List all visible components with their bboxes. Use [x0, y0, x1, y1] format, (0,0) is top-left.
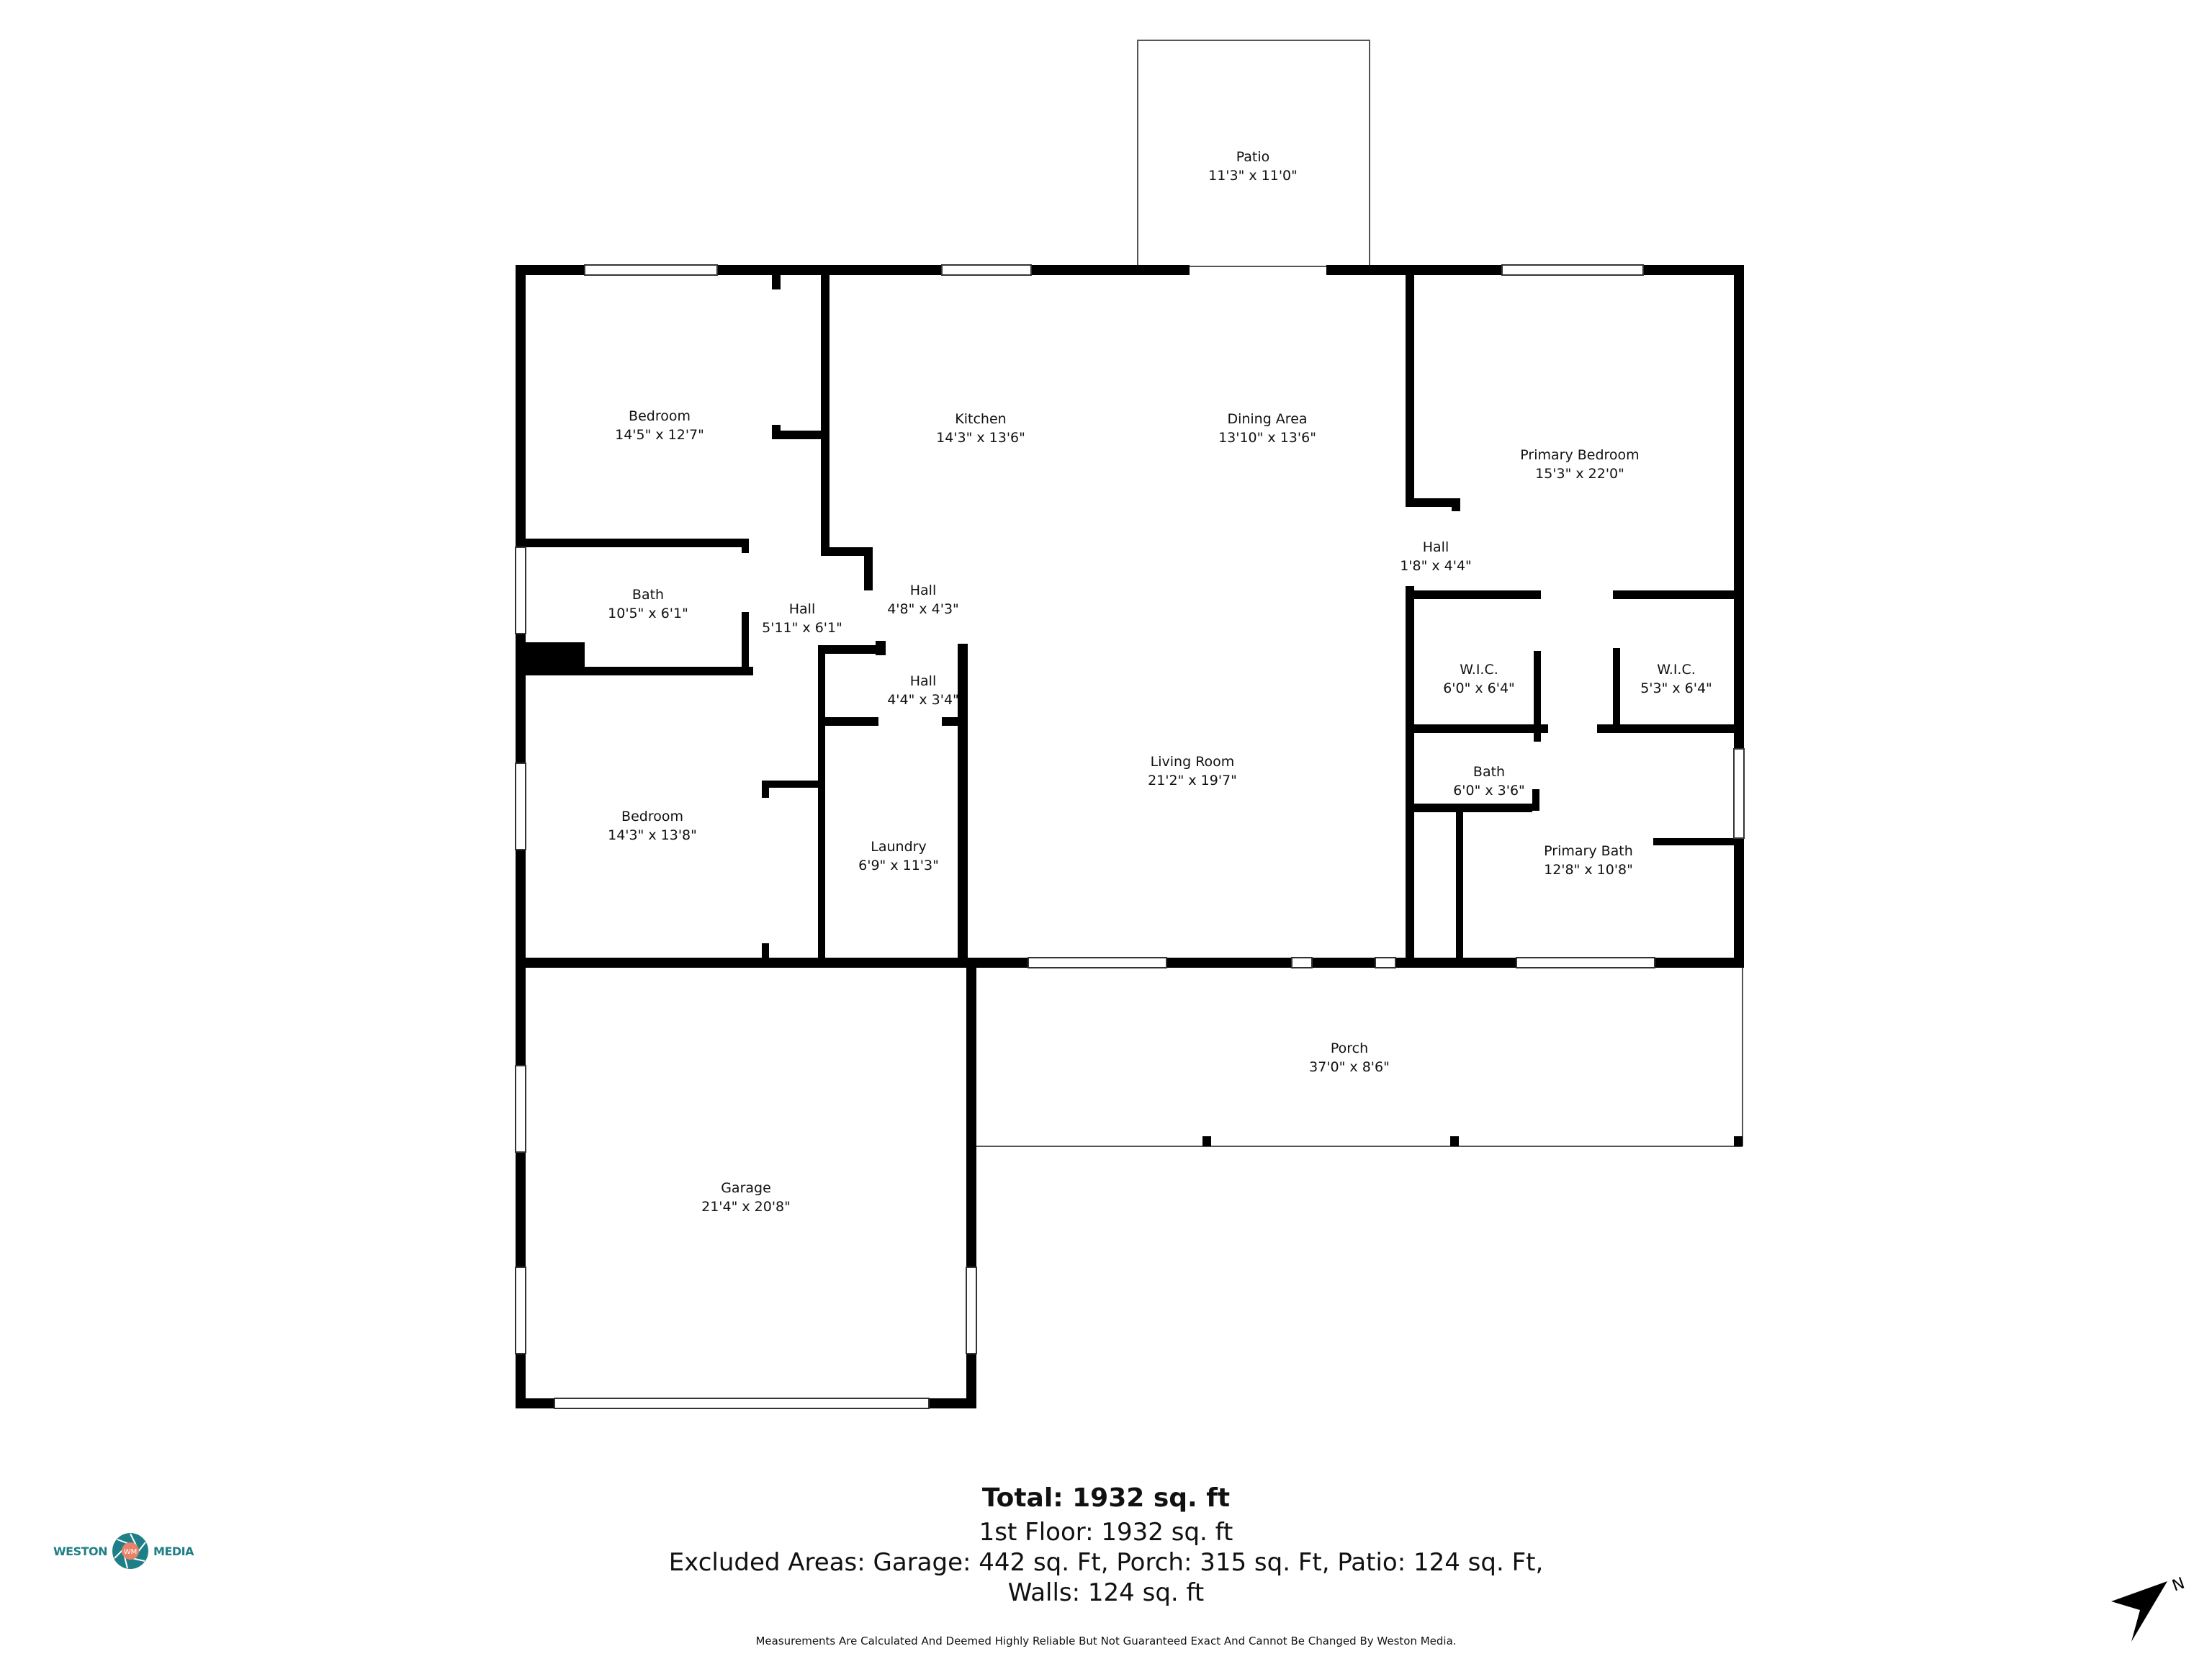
walls-area: Walls: 124 sq. ft [1007, 1578, 1205, 1607]
room-name-hall-1: Hall [789, 601, 816, 617]
room-name-bath-2: Bath [1473, 764, 1505, 780]
north-arrow-icon: N [2111, 1575, 2188, 1642]
logo-text-right: MEDIA [153, 1544, 194, 1558]
room-name-primary-bedroom: Primary Bedroom [1520, 447, 1639, 463]
room-name-bedroom-2: Bedroom [621, 809, 683, 824]
room-dims-bath-1: 10'5" x 6'1" [608, 606, 688, 621]
porch-posts [1202, 1136, 1743, 1146]
room-name-garage: Garage [721, 1180, 771, 1196]
room-name-wic-1: W.I.C. [1460, 662, 1498, 678]
room-name-dining: Dining Area [1227, 411, 1307, 427]
room-dims-living-room: 21'2" x 19'7" [1148, 773, 1237, 788]
room-name-hall-2: Hall [910, 583, 937, 598]
room-dims-garage: 21'4" x 20'8" [701, 1199, 791, 1215]
room-dims-primary-bath: 12'8" x 10'8" [1544, 862, 1633, 878]
aperture-icon: WM [112, 1533, 149, 1569]
room-dims-laundry: 6'9" x 11'3" [858, 858, 939, 873]
windows [515, 264, 1745, 1409]
room-name-bath-1: Bath [632, 587, 664, 603]
room-dims-patio: 11'3" x 11'0" [1208, 168, 1298, 184]
first-floor-area: 1st Floor: 1932 sq. ft [979, 1518, 1233, 1547]
room-dims-bedroom-1: 14'5" x 12'7" [615, 427, 704, 443]
room-dims-bath-2: 6'0" x 3'6" [1453, 783, 1525, 799]
logo-text-left: WESTON [53, 1544, 108, 1558]
room-labels: Patio 11'3" x 11'0" Bedroom 14'5" x 12'7… [608, 149, 1712, 1215]
room-name-kitchen: Kitchen [955, 411, 1006, 427]
disclaimer: Measurements Are Calculated And Deemed H… [755, 1635, 1457, 1647]
room-name-patio: Patio [1236, 149, 1270, 165]
room-dims-primary-bedroom: 15'3" x 22'0" [1535, 466, 1624, 482]
room-dims-hall-1: 5'11" x 6'1" [762, 620, 842, 636]
room-name-hall-4: Hall [910, 673, 937, 689]
room-dims-hall-2: 4'8" x 4'3" [887, 601, 959, 617]
svg-text:N: N [2170, 1575, 2188, 1596]
room-dims-kitchen: 14'3" x 13'6" [936, 430, 1025, 446]
weston-media-logo: WESTON WM MEDIA [53, 1532, 194, 1570]
room-dims-hall-4: 4'4" x 3'4" [887, 692, 959, 708]
svg-text:WM: WM [124, 1548, 138, 1556]
room-name-bedroom-1: Bedroom [629, 408, 691, 424]
room-name-wic-2: W.I.C. [1657, 662, 1696, 678]
patio-outline [1137, 40, 1370, 267]
excluded-areas: Excluded Areas: Garage: 442 sq. Ft, Porc… [668, 1548, 1544, 1577]
room-dims-bedroom-2: 14'3" x 13'8" [608, 827, 697, 843]
porch-outline [976, 968, 1743, 1147]
total-area: Total: 1932 sq. ft [981, 1483, 1231, 1513]
room-name-living-room: Living Room [1151, 754, 1235, 770]
room-name-hall-3: Hall [1423, 539, 1449, 555]
room-name-laundry: Laundry [871, 839, 926, 855]
room-dims-hall-3: 1'8" x 4'4" [1400, 558, 1472, 574]
room-dims-porch: 37'0" x 8'6" [1309, 1059, 1390, 1075]
room-name-porch: Porch [1331, 1040, 1368, 1056]
room-name-primary-bath: Primary Bath [1544, 843, 1633, 859]
room-dims-wic-1: 6'0" x 6'4" [1443, 680, 1515, 696]
room-dims-wic-2: 5'3" x 6'4" [1640, 680, 1712, 696]
room-dims-dining: 13'10" x 13'6" [1218, 430, 1316, 446]
